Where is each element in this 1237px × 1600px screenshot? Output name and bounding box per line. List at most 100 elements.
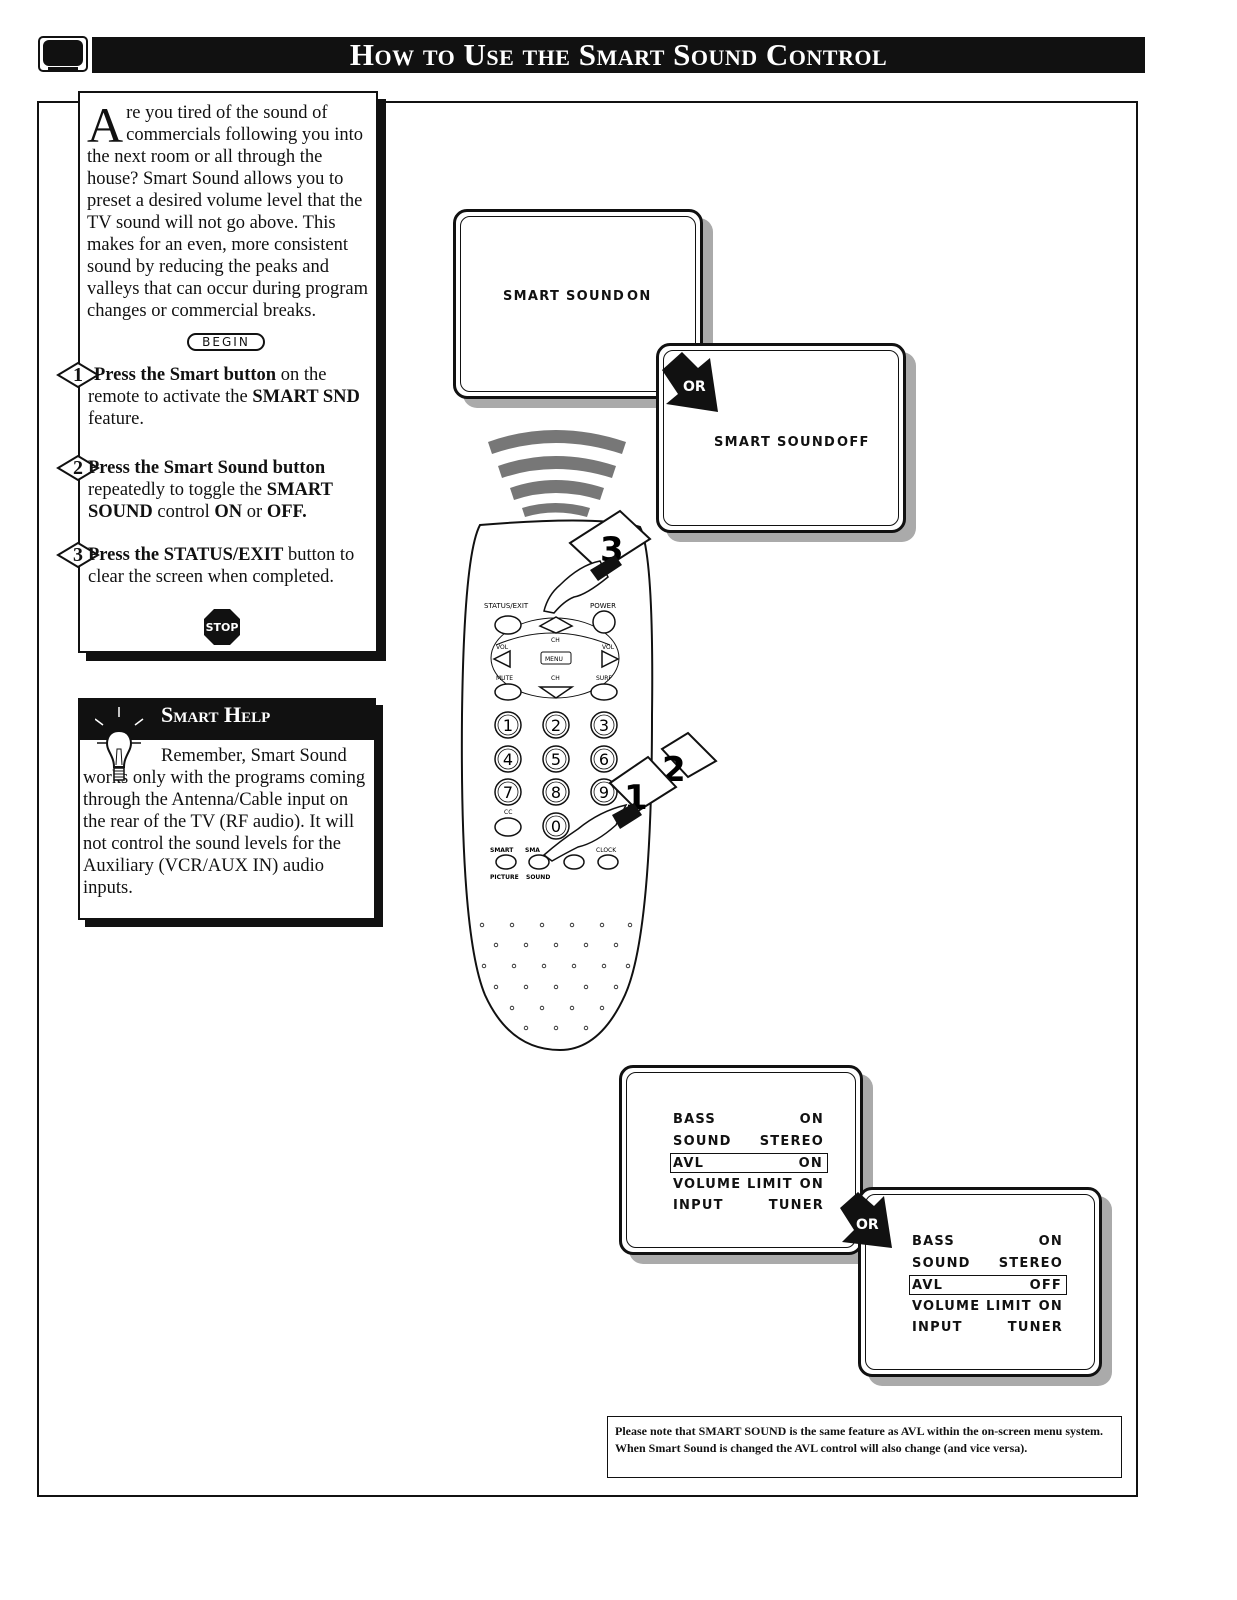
step-3-rest-a: button to clear the screen when complete…	[88, 545, 355, 587]
menu-row-value: STEREO	[998, 1255, 1063, 1271]
page-title: How to Use the Smart Sound Control	[92, 37, 1145, 73]
digit-label: 7	[503, 783, 513, 802]
step-3-diamond-icon	[56, 542, 100, 568]
remote-smart-label: SMART	[490, 847, 514, 854]
speaker-hole	[571, 963, 577, 969]
speaker-hole	[523, 942, 529, 948]
digit-label: 2	[551, 716, 561, 735]
digit-label: 6	[599, 750, 609, 769]
speaker-hole	[625, 963, 631, 969]
remote-surf-label: SURF	[596, 675, 612, 682]
intro-panel	[78, 91, 378, 653]
vol-up-button[interactable]	[601, 649, 620, 669]
step-1-rest-b: feature.	[88, 409, 144, 429]
menu-row-value: TUNER	[1007, 1320, 1063, 1335]
remote-picture-label: PICTURE	[490, 874, 519, 881]
digit-button-ring	[545, 714, 567, 736]
smart-help-body: Remember, Smart Sound works only with th…	[83, 746, 366, 898]
remote-menu-label: MENU	[545, 656, 563, 663]
digit-3-button[interactable]	[590, 711, 618, 739]
digit-7-button[interactable]	[494, 778, 522, 806]
power-button[interactable]	[592, 610, 616, 634]
cc-button[interactable]	[494, 817, 522, 837]
speaker-hole	[493, 984, 499, 990]
menu-row-value: STEREO	[759, 1133, 824, 1149]
menu-row-label: INPUT	[912, 1320, 963, 1335]
digit-2-button[interactable]	[542, 711, 570, 739]
menu-row-value: ON	[1038, 1234, 1063, 1249]
digit-button-ring	[593, 781, 615, 803]
speaker-hole	[493, 942, 499, 948]
or-label: OR	[856, 1217, 879, 1233]
digit-button-ring	[545, 748, 567, 770]
digit-label: 9	[599, 783, 609, 802]
surf-button[interactable]	[590, 683, 618, 701]
mute-button[interactable]	[494, 683, 522, 701]
step-3-number: 3	[73, 544, 83, 566]
digit-button-ring	[593, 748, 615, 770]
digit-6-button[interactable]	[590, 745, 618, 773]
speaker-hole	[583, 1025, 589, 1031]
remote-status-exit-label: STATUS/EXIT	[484, 602, 529, 610]
digit-label: 4	[503, 750, 513, 769]
osd-label: SMART SOUND	[714, 435, 837, 450]
menu-row: SOUND STEREO	[909, 1254, 1067, 1274]
clock-button[interactable]	[597, 854, 619, 870]
vol-down-button[interactable]	[492, 649, 511, 669]
digit-9-button[interactable]	[590, 778, 618, 806]
step-1-diamond-icon	[56, 362, 100, 388]
digit-1-button[interactable]	[494, 711, 522, 739]
digit-4-button[interactable]	[494, 745, 522, 773]
speaker-grille	[479, 922, 633, 1031]
digit-5-button[interactable]	[542, 745, 570, 773]
step-2-text: Press the Smart Sound button repeatedly …	[88, 457, 368, 523]
step-2-diamond-icon	[56, 455, 100, 481]
speaker-hole	[509, 922, 515, 928]
speaker-hole	[627, 922, 633, 928]
digit-8-button[interactable]	[542, 778, 570, 806]
callout-2-diamond-icon	[660, 731, 718, 779]
speaker-hole	[481, 963, 487, 969]
step-1-bold2: SMART SND	[252, 387, 360, 407]
digit-label: 5	[551, 750, 561, 769]
tv-screen-bezel	[626, 1072, 856, 1248]
menu-row-label: VOLUME LIMIT	[673, 1176, 793, 1192]
menu-row-value: ON	[1038, 1298, 1063, 1314]
callout-1-diamond-icon	[608, 755, 678, 813]
step-3-text: Press the STATUS/EXIT button to clear th…	[88, 544, 368, 588]
digit-0-button[interactable]	[542, 812, 570, 840]
step-2-bold2: SMART SOUND	[88, 480, 333, 522]
remote-ch-label: CH	[551, 675, 560, 682]
status-exit-button[interactable]	[494, 615, 522, 635]
remote-button[interactable]	[563, 854, 585, 870]
cuff-icon	[612, 803, 642, 829]
or-arrow-icon	[840, 1192, 892, 1248]
menu-row-label: AVL	[673, 1156, 705, 1171]
step-2-number: 2	[73, 457, 83, 479]
menu-button[interactable]	[540, 651, 572, 665]
ch-down-button[interactable]	[537, 686, 575, 699]
smart-picture-button[interactable]	[495, 854, 517, 870]
ch-up-button[interactable]	[538, 616, 574, 634]
tv-icon	[38, 36, 88, 72]
smart-help-title: Smart Help	[161, 702, 271, 727]
menu-row: INPUT TUNER	[909, 1318, 1067, 1338]
menu-row-value: OFF	[1029, 1278, 1062, 1293]
menu-row-label: SOUND	[912, 1255, 971, 1271]
smart-help-header	[80, 700, 374, 740]
menu-row-label: AVL	[912, 1278, 944, 1293]
speaker-hole	[539, 922, 545, 928]
step-2-rest-c: or	[242, 502, 267, 522]
speaker-hole	[601, 963, 607, 969]
or-label: OR	[683, 379, 706, 395]
step-2-bold4: OFF.	[266, 502, 307, 522]
smart-sound-button[interactable]	[528, 854, 550, 870]
step-1-number: 1	[73, 364, 83, 386]
cuff-icon	[590, 555, 622, 581]
drop-cap: A	[87, 97, 124, 153]
speaker-hole	[541, 963, 547, 969]
